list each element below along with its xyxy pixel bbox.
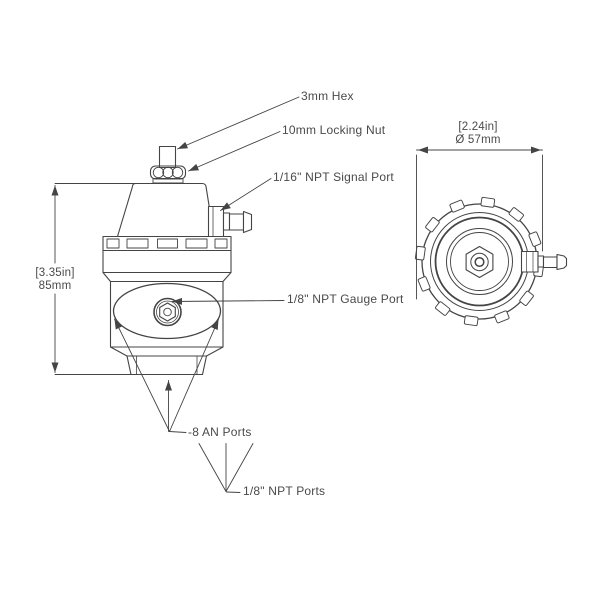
adjustment-stem-shape bbox=[158, 145, 177, 169]
height-imperial: [3.35in] bbox=[35, 267, 75, 279]
callout-gauge-port: 1/8" NPT Gauge Port bbox=[287, 292, 404, 306]
leader-lines bbox=[114, 96, 300, 493]
height-dimension-lines bbox=[51, 183, 137, 375]
diameter-dimension-text: [2.24in] Ø 57mm bbox=[428, 121, 528, 146]
knurled-cap-shape bbox=[102, 235, 232, 283]
gauge-port-plug-shape bbox=[153, 297, 182, 327]
callout-npt-ports: 1/8" NPT Ports bbox=[243, 484, 326, 498]
top-view-barb-fitting-shape bbox=[520, 250, 568, 273]
diameter-dimension-lines bbox=[416, 146, 543, 300]
locking-nut-shape bbox=[149, 165, 187, 184]
callout-an-ports: -8 AN Ports bbox=[188, 425, 252, 439]
height-dimension-text: [3.35in] 85mm bbox=[15, 267, 95, 292]
main-body-shape bbox=[109, 280, 224, 348]
diameter-metric: Ø 57mm bbox=[455, 133, 501, 146]
callout-signal-port: 1/16" NPT Signal Port bbox=[273, 170, 394, 184]
signal-port-shape bbox=[207, 205, 253, 238]
diameter-imperial: [2.24in] bbox=[458, 121, 498, 133]
height-metric: 85mm bbox=[38, 279, 72, 292]
side-view-drawing bbox=[51, 96, 300, 493]
top-view-drawing bbox=[414, 146, 568, 327]
center-hex-plug-shape bbox=[465, 245, 494, 279]
spring-dome-shape bbox=[116, 182, 215, 238]
callout-locking-nut: 10mm Locking Nut bbox=[282, 123, 386, 137]
lower-port-section-shape bbox=[109, 346, 224, 376]
callout-3mm-hex: 3mm Hex bbox=[301, 89, 354, 103]
